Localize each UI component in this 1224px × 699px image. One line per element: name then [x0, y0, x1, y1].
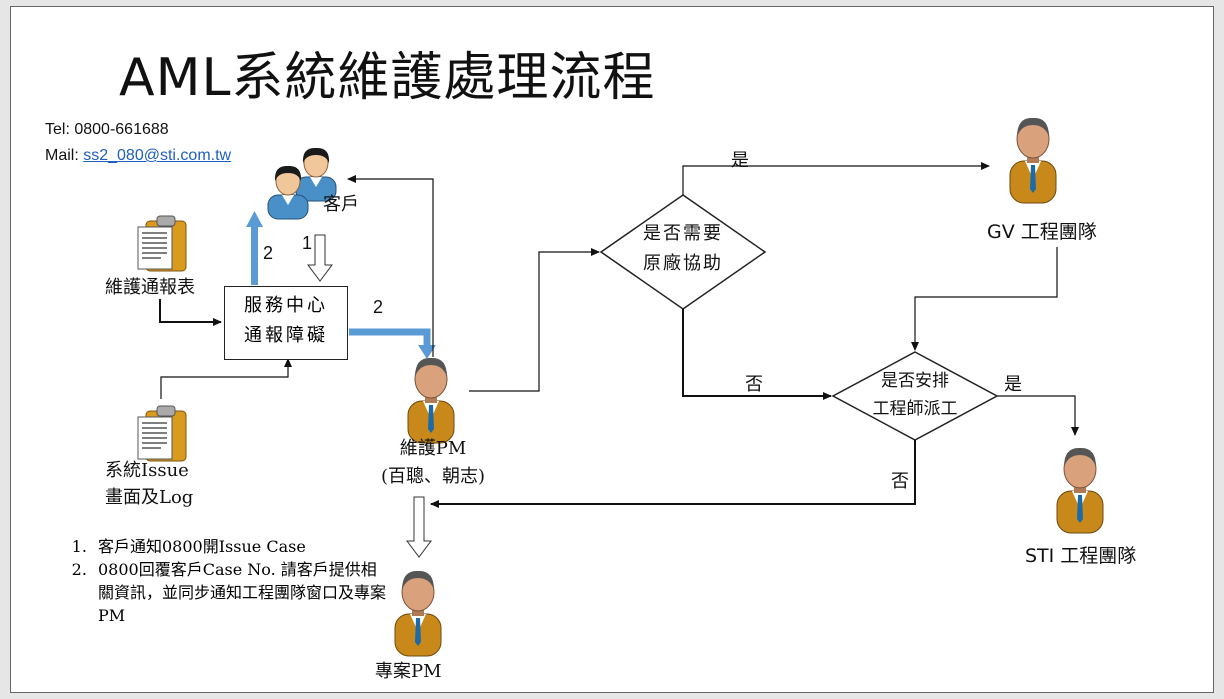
note-item: 0800回覆客戶Case No. 請客戶提供相關資訊，並同步通知工程團隊窗口及專…: [92, 558, 392, 627]
arrow-pm-to-customer: [347, 175, 434, 357]
page-title: AML系統維護處理流程: [119, 48, 656, 108]
slide: AML系統維護處理流程 Tel: 0800-661688 Mail: ss2_0…: [10, 6, 1214, 693]
maintenance-pm-label: 維護PM (百聰、朝志): [358, 435, 508, 491]
arrow-gv-to-decision: [911, 247, 1058, 351]
arrow-pm-to-decision: [469, 248, 600, 392]
tel-label: Tel:: [45, 121, 75, 138]
decision-engineer-line2: 工程師派工: [872, 399, 958, 419]
arrow-vendor-yes: [682, 162, 990, 195]
vendor-yes-label: 是: [731, 150, 749, 171]
arrow-vendor-no: [682, 309, 832, 400]
maintenance-form-label: 維護通報表: [105, 277, 195, 298]
system-issue-icon: [137, 405, 187, 462]
maintenance-pm-line2: (百聰、朝志): [380, 466, 486, 487]
step2-up-label: 2: [263, 243, 274, 263]
maintenance-form-icon: [137, 215, 187, 272]
arrow-engineer-yes: [997, 395, 1079, 436]
vendor-no-label: 否: [745, 374, 763, 395]
service-center-line1: 服務中心: [244, 295, 328, 316]
gv-team-icon: [1009, 117, 1057, 204]
tel-number: 0800-661688: [74, 121, 169, 138]
project-pm-label: 專案PM: [375, 661, 442, 682]
gv-team-label: GV 工程團隊: [987, 221, 1097, 243]
hollow-arrow-down: [307, 234, 333, 282]
arrow-form-to-center: [159, 299, 222, 326]
sti-team-icon: [1056, 447, 1104, 534]
engineer-yes-label: 是: [1004, 374, 1022, 395]
service-center-box: 服務中心 通報障礙: [224, 286, 348, 360]
engineer-no-label: 否: [891, 471, 909, 492]
system-issue-label: 系統Issue 畫面及Log: [105, 457, 193, 511]
notes-list: 客戶通知0800開Issue Case 0800回覆客戶Case No. 請客戶…: [47, 535, 392, 627]
mail-label: Mail:: [45, 147, 84, 164]
blue-arrow-right: [349, 328, 436, 359]
contact-mail: Mail: ss2_080@sti.com.tw: [45, 147, 231, 165]
decision-vendor-line1: 是否需要: [643, 223, 723, 244]
maintenance-pm-icon: [407, 357, 455, 444]
sti-team-label: STI 工程團隊: [1025, 545, 1137, 567]
contact-tel: Tel: 0800-661688: [45, 121, 169, 139]
decision-vendor-label: 是否需要 原廠協助: [633, 219, 733, 279]
service-center-line2: 通報障礙: [244, 325, 328, 346]
step2-right-label: 2: [373, 297, 384, 317]
decision-engineer-label: 是否安排 工程師派工: [856, 367, 974, 423]
blue-arrow-up: [246, 211, 263, 285]
maintenance-pm-line1: 維護PM: [399, 438, 467, 459]
step1-label: 1: [302, 233, 313, 253]
note-item: 客戶通知0800開Issue Case: [92, 535, 392, 558]
customer-label: 客戶: [323, 194, 359, 215]
arrow-engineer-no: [430, 440, 916, 508]
project-pm-icon: [394, 570, 442, 657]
flow-diagram: [137, 117, 1104, 657]
decision-engineer-line1: 是否安排: [881, 371, 949, 391]
system-issue-line1: 系統Issue: [105, 460, 189, 481]
hollow-arrow-to-project-pm: [406, 496, 432, 558]
decision-vendor-line2: 原廠協助: [643, 253, 723, 274]
system-issue-line2: 畫面及Log: [105, 487, 194, 508]
arrow-issue-to-center: [160, 358, 292, 399]
mail-link[interactable]: ss2_080@sti.com.tw: [83, 147, 232, 164]
